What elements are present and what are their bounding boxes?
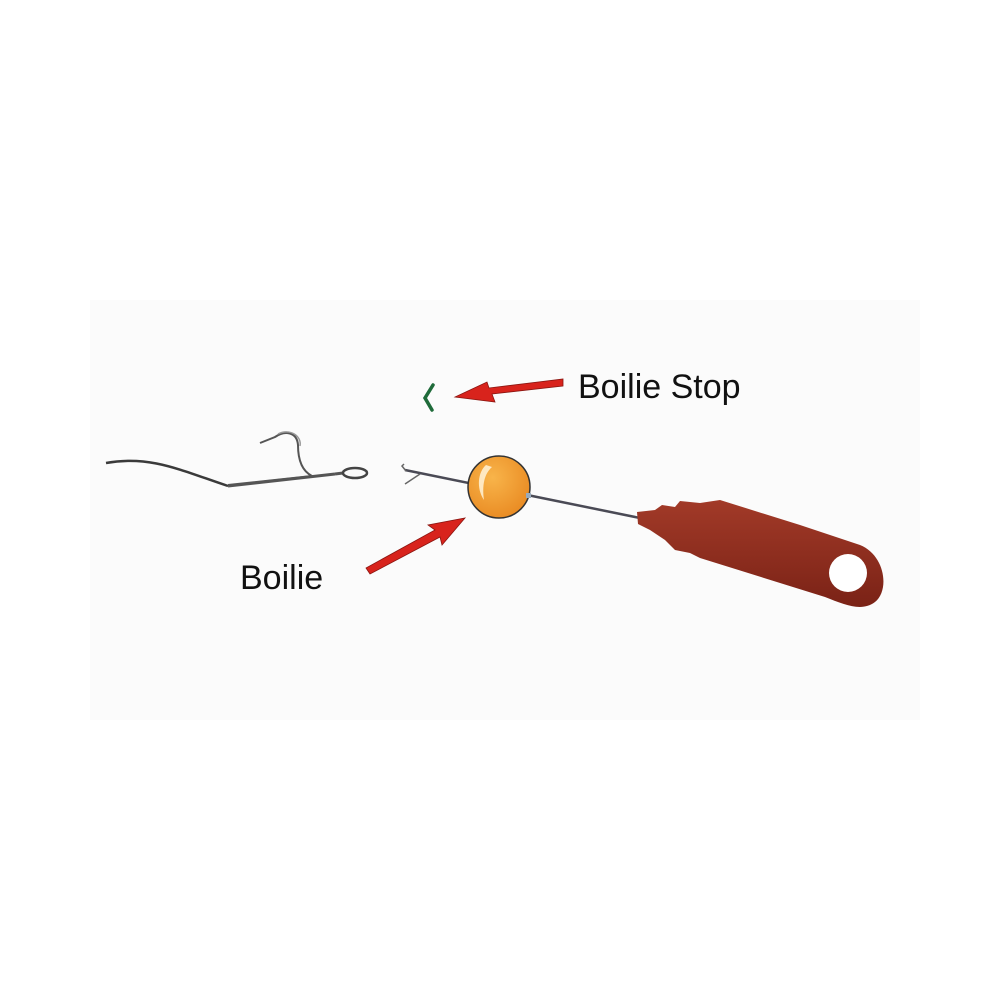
arrow-icon	[365, 517, 467, 575]
arrow-icon	[453, 378, 564, 403]
boilie-stop-label: Boilie Stop	[578, 368, 741, 406]
hook-icon	[105, 431, 369, 488]
boilie-icon	[467, 455, 531, 519]
boilie-label: Boilie	[240, 559, 323, 597]
boilie-stop-icon	[422, 383, 435, 412]
